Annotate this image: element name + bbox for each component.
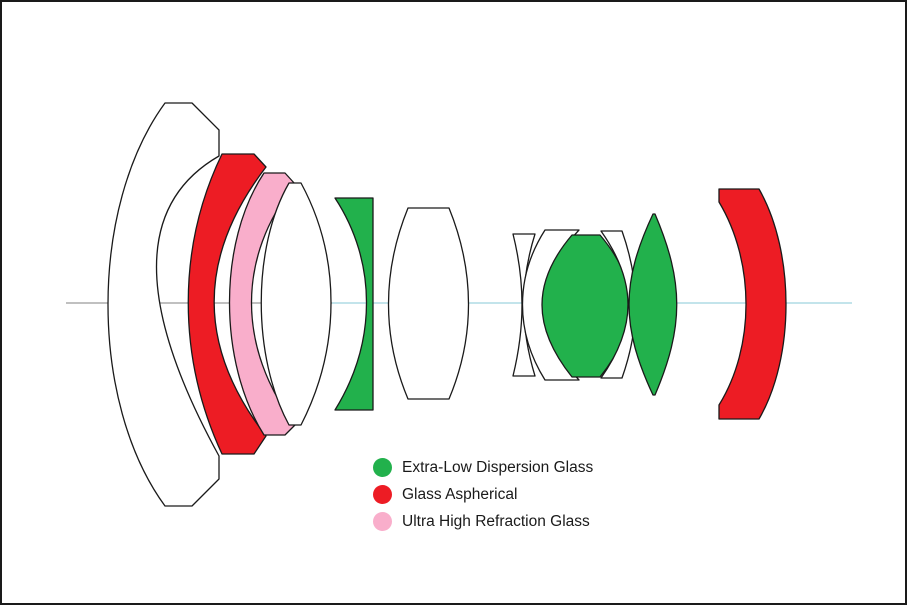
legend: Extra-Low Dispersion Glass Glass Aspheri… (373, 454, 593, 535)
element-1-front-meniscus (107, 102, 220, 507)
legend-label-uhr: Ultra High Refraction Glass (402, 512, 590, 530)
element-4-meniscus (260, 182, 332, 426)
legend-item-aspherical: Glass Aspherical (373, 481, 593, 508)
green-dot-icon (373, 458, 392, 477)
red-dot-icon (373, 485, 392, 504)
element-12-aspherical (718, 188, 787, 420)
element-2-aspherical (187, 153, 267, 455)
element-6-biconvex (387, 207, 470, 400)
element-3-ultra-high-refraction (228, 172, 296, 436)
legend-label-aspherical: Glass Aspherical (402, 485, 518, 503)
pink-dot-icon (373, 512, 392, 531)
element-11-extra-low-dispersion (628, 213, 678, 396)
legend-item-ed: Extra-Low Dispersion Glass (373, 454, 593, 481)
element-5-extra-low-dispersion (334, 197, 374, 411)
legend-item-uhr: Ultra High Refraction Glass (373, 508, 593, 535)
legend-label-ed: Extra-Low Dispersion Glass (402, 458, 594, 476)
